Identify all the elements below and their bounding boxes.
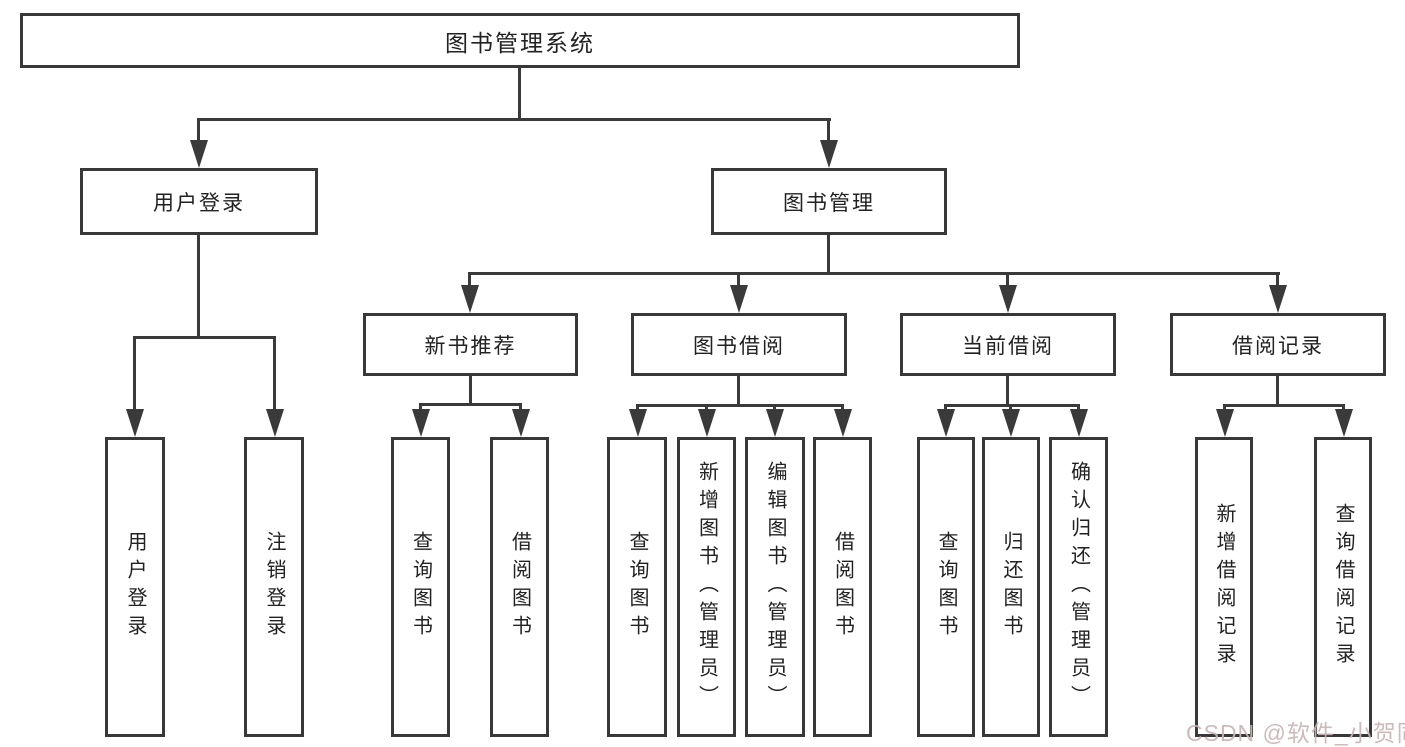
connector-leaf-stub bbox=[1077, 404, 1080, 413]
node-borrowing-records: 借阅记录 bbox=[1170, 313, 1386, 376]
arrow-down-icon bbox=[1070, 409, 1088, 437]
connector-leaf-stub bbox=[636, 404, 639, 413]
connector-to-user-login bbox=[197, 118, 200, 144]
connector-records-split bbox=[1223, 404, 1344, 407]
node-borrow-books-borrowing: 借阅图书 bbox=[813, 437, 872, 737]
node-current-borrowing: 当前借阅 bbox=[900, 313, 1116, 376]
connector-leaf-stub bbox=[519, 403, 522, 413]
arrow-down-icon bbox=[126, 409, 144, 437]
arrow-down-icon bbox=[820, 140, 838, 168]
node-logout: 注销登录 bbox=[244, 437, 304, 737]
connector-leaf-stub bbox=[944, 404, 947, 413]
connector-leaf-stub bbox=[705, 404, 708, 413]
node-user-login-leaf: 用户登录 bbox=[105, 437, 165, 737]
connector-leaf-stub bbox=[1009, 404, 1012, 413]
arrow-down-icon bbox=[1335, 409, 1353, 437]
arrow-down-icon bbox=[1216, 409, 1234, 437]
arrow-down-icon bbox=[412, 409, 430, 437]
arrow-down-icon bbox=[766, 409, 784, 437]
connector-current-stub bbox=[1006, 376, 1009, 406]
connector-to-borrowing-records bbox=[1276, 272, 1279, 288]
connector-to-user-login-leaf bbox=[133, 336, 136, 411]
connector-leaf-stub bbox=[1223, 404, 1226, 413]
node-query-books-recommend: 查询图书 bbox=[391, 437, 450, 737]
connector-book-management-stub bbox=[827, 235, 830, 275]
node-book-borrowing: 图书借阅 bbox=[631, 313, 847, 376]
node-add-borrow-record: 新增借阅记录 bbox=[1195, 437, 1253, 737]
arrow-down-icon bbox=[190, 140, 208, 168]
node-query-books-borrowing: 查询图书 bbox=[607, 437, 667, 737]
connector-to-current-borrowing bbox=[1006, 272, 1009, 288]
connector-leaf-stub bbox=[773, 404, 776, 413]
node-return-books: 归还图书 bbox=[982, 437, 1040, 737]
arrow-down-icon bbox=[834, 409, 852, 437]
arrow-down-icon bbox=[937, 409, 955, 437]
node-query-books-current: 查询图书 bbox=[917, 437, 975, 737]
node-new-book-recommend: 新书推荐 bbox=[363, 313, 578, 376]
arrow-down-icon bbox=[1269, 285, 1287, 313]
node-borrow-books-recommend: 借阅图书 bbox=[490, 437, 549, 737]
connector-borrowing-split bbox=[636, 404, 844, 407]
connector-borrowing-stub bbox=[737, 376, 740, 406]
arrow-down-icon bbox=[461, 285, 479, 313]
node-book-management: 图书管理 bbox=[711, 168, 947, 235]
connector-recommend-stub bbox=[469, 376, 472, 406]
connector-level2-split bbox=[198, 118, 831, 121]
connector-recommend-split bbox=[419, 403, 522, 406]
connector-level3-split bbox=[469, 272, 1280, 275]
arrow-down-icon bbox=[266, 409, 284, 437]
watermark-text: CSDN @软件_小贺同学 bbox=[1186, 720, 1405, 746]
connector-to-book-borrowing bbox=[737, 272, 740, 288]
connector-user-login-split bbox=[133, 336, 276, 339]
connector-to-new-book-recommend bbox=[468, 272, 471, 288]
node-user-login: 用户登录 bbox=[80, 168, 318, 235]
connector-leaf-stub bbox=[841, 404, 844, 413]
node-query-borrow-record: 查询借阅记录 bbox=[1314, 437, 1372, 737]
connector-leaf-stub bbox=[1342, 404, 1345, 413]
node-root: 图书管理系统 bbox=[20, 13, 1020, 68]
arrow-down-icon bbox=[629, 409, 647, 437]
connector-to-book-management bbox=[827, 118, 830, 144]
connector-leaf-stub bbox=[419, 403, 422, 413]
arrow-down-icon bbox=[1002, 409, 1020, 437]
node-add-books-admin: 新增图书（管理员） bbox=[677, 437, 736, 737]
node-edit-books-admin: 编辑图书（管理员） bbox=[745, 437, 805, 737]
node-confirm-return-admin: 确认归还（管理员） bbox=[1049, 437, 1108, 737]
arrow-down-icon bbox=[730, 285, 748, 313]
connector-records-stub bbox=[1276, 376, 1279, 406]
arrow-down-icon bbox=[512, 409, 530, 437]
connector-to-logout bbox=[273, 336, 276, 411]
arrow-down-icon bbox=[999, 285, 1017, 313]
connector-user-login-stub bbox=[197, 235, 200, 338]
connector-root-stub bbox=[518, 68, 521, 118]
arrow-down-icon bbox=[698, 409, 716, 437]
connector-current-split bbox=[944, 404, 1080, 407]
